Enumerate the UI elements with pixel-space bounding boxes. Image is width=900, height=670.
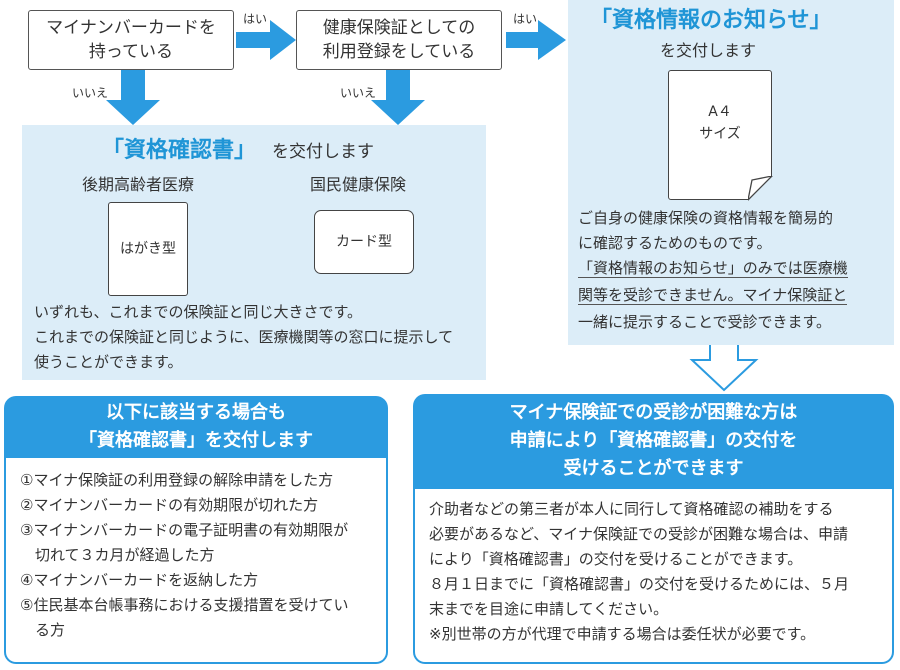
a4-paper-icon: A４ サイズ xyxy=(668,70,772,200)
notice-title: 「資格情報のお知らせ」 xyxy=(590,8,832,33)
body-line: 介助者などの第三者が本人に同行して資格確認の補助をする xyxy=(429,500,834,518)
arrow-right-1 xyxy=(236,20,296,60)
paper-label: A４ xyxy=(708,104,732,120)
question-box-registration: 健康保険証としての利用登録をしている xyxy=(296,10,502,70)
body-line: 必要があるなど、マイナ保険証での受診が困難な場合は、申請 xyxy=(429,525,848,543)
notice-desc: 一緒に提示することで受診できます。 xyxy=(578,313,832,331)
list-item: ③マイナンバーカードの電子証明書の有効期限が xyxy=(20,521,349,539)
question-line: 利用登録をしている xyxy=(322,42,476,62)
notice-desc-underlined: 関等を受診できません。マイナ保険証と xyxy=(578,283,848,308)
left-card-body: ①マイナ保険証の利用登録の解除申請をした方 ②マイナンバーカードの有効期限が切れ… xyxy=(4,458,388,664)
body-line: ※別世帯の方が代理で申請する場合は委任状が必要です。 xyxy=(429,625,816,643)
list-item: ⑤住民基本台帳事務における支援措置を受けてい xyxy=(20,596,349,614)
page-fold-icon xyxy=(748,176,773,201)
postcard-icon: はがき型 xyxy=(108,202,188,296)
question-line: 持っている xyxy=(88,42,174,62)
body-line: により「資格確認書」の交付を受けることができます。 xyxy=(429,550,803,568)
arrow-down-1 xyxy=(106,68,160,125)
no-label: いいえ xyxy=(72,86,109,100)
right-card-heading: マイナ保険証での受診が困難な方は xyxy=(509,402,798,423)
certificate-subtitle: を交付します xyxy=(272,142,374,162)
left-card-header: 以下に該当する場合も 「資格確認書」を交付します xyxy=(4,396,388,458)
notice-desc-underlined: 「資格情報のお知らせ」のみでは医療機 xyxy=(578,256,848,281)
arrow-down-outline xyxy=(689,339,759,392)
certificate-note: これまでの保険証と同じように、医療機関等の窓口に提示して xyxy=(34,328,454,346)
notice-subtitle: を交付します xyxy=(660,41,757,60)
list-item: る方 xyxy=(20,621,66,639)
notice-desc: 「資格情報のお知らせ」のみでは医療機 xyxy=(578,259,848,278)
question-line: マイナンバーカードを xyxy=(46,18,216,38)
notice-desc: ご自身の健康保険の資格情報を簡易的 xyxy=(578,209,834,227)
yes-label: はい xyxy=(513,12,538,26)
arrow-down-2 xyxy=(371,68,425,125)
list-item: 切れて３カ月が経過した方 xyxy=(20,546,215,564)
paper-label: サイズ xyxy=(699,126,741,142)
right-card-body: 介助者などの第三者が本人に同行して資格確認の補助をする 必要があるなど、マイナ保… xyxy=(413,489,894,664)
card-icon: カード型 xyxy=(314,210,414,274)
elderly-label: 後期高齢者医療 xyxy=(82,175,195,194)
right-card-header: マイナ保険証での受診が困難な方は 申請により「資格確認書」の交付を 受けることが… xyxy=(413,394,894,489)
list-item: ④マイナンバーカードを返納した方 xyxy=(20,571,259,589)
card-label: カード型 xyxy=(336,234,392,250)
question-box-mynumber: マイナンバーカードを持っている xyxy=(28,10,234,70)
list-item: ②マイナンバーカードの有効期限が切れた方 xyxy=(20,496,319,514)
arrow-right-2 xyxy=(506,20,566,60)
notice-desc: 関等を受診できません。マイナ保険証と xyxy=(578,286,848,305)
yes-label: はい xyxy=(243,12,268,26)
notice-desc: に確認するためのものです。 xyxy=(578,234,772,252)
left-card-heading: 「資格確認書」を交付します xyxy=(79,430,313,451)
question-line: 健康保険証としての xyxy=(322,18,476,38)
no-label: いいえ xyxy=(340,86,377,100)
list-item: ①マイナ保険証の利用登録の解除申請をした方 xyxy=(20,471,334,489)
left-card-heading: 以下に該当する場合も xyxy=(106,402,286,423)
certificate-note: 使うことができます。 xyxy=(34,353,183,371)
body-line: ８月１日までに「資格確認書」の交付を受けるためには、５月 xyxy=(429,575,850,593)
certificate-title: 「資格確認書」 xyxy=(102,138,257,163)
right-card-heading: 受けることができます xyxy=(563,458,744,479)
postcard-label: はがき型 xyxy=(120,241,176,257)
right-card-heading: 申請により「資格確認書」の交付を xyxy=(509,430,798,451)
certificate-note: いずれも、これまでの保険証と同じ大きさです。 xyxy=(34,303,363,321)
national-label: 国民健康保険 xyxy=(310,175,407,194)
body-line: 末までを目途に申請してください。 xyxy=(429,600,669,618)
